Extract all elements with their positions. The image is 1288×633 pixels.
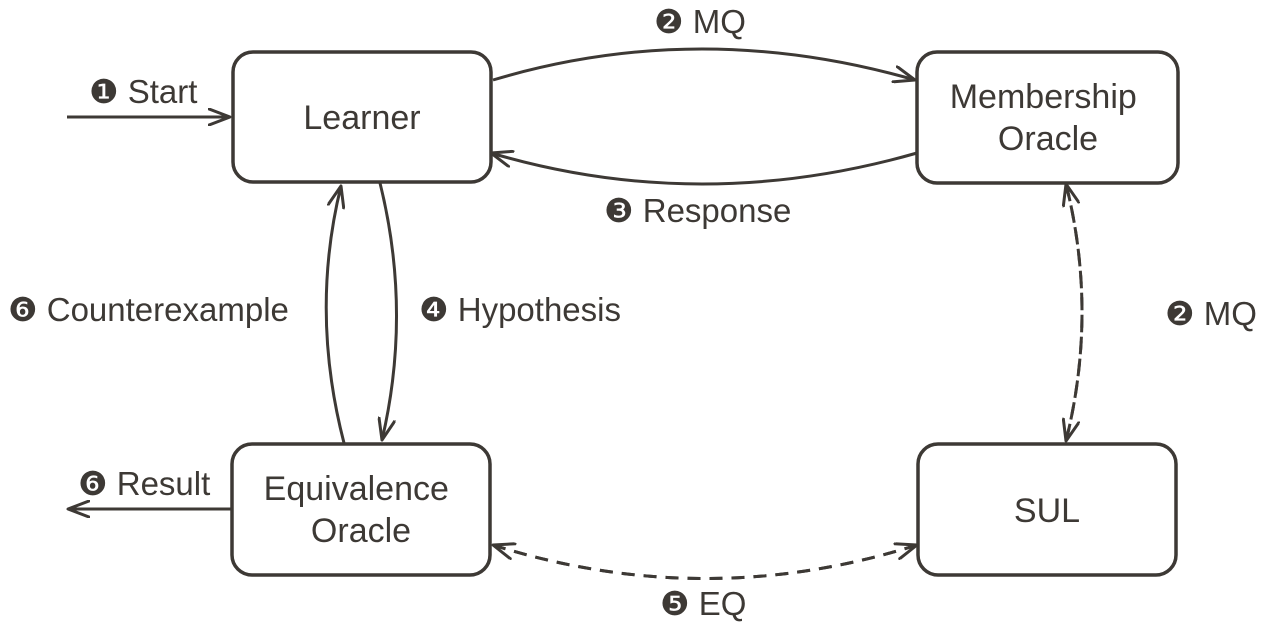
eq-dashed-arrow-sul-to-equivalence [493,545,918,580]
start-label: ❶ Start [89,73,197,110]
learner-node: Learner [231,50,493,184]
counterexample-arrow-equivalence-to-learner [324,186,346,444]
equivalence-oracle-label: Equivalence Oracle [264,470,459,550]
result-label: ❻ Result [78,465,210,502]
equivalence-oracle-node: Equivalence Oracle [230,442,492,577]
mq-arrow-learner-to-membership [492,47,915,80]
mq-right-label: ❷ MQ [1165,295,1257,332]
hypothesis-arrow-learner-to-equivalence [380,182,399,440]
membership-oracle-label: Membership Oracle [950,78,1147,158]
membership-oracle-line-2: Oracle [998,120,1098,158]
eq-dashed-arrow-equivalence-to-sul [492,545,917,580]
response-label: ❸ Response [604,192,791,229]
equivalence-oracle-line-2: Oracle [311,512,411,550]
counterexample-label: ❻ Counterexample [8,291,289,328]
edge-labels: ❶ Start ❷ MQ ❸ Response ❹ Hypothesis ❻ C… [8,3,1257,622]
mq-dashed-arrow-sul-to-membership [1066,184,1084,442]
mq-top-label: ❷ MQ [654,3,746,40]
membership-oracle-line-1: Membership [950,78,1137,116]
hypothesis-label: ❹ Hypothesis [419,291,621,328]
response-arrow-membership-to-learner [491,153,918,186]
learner-label: Learner [303,99,420,137]
sul-label: SUL [1014,492,1080,530]
sul-node: SUL [916,442,1178,577]
equivalence-oracle-line-1: Equivalence [264,470,449,508]
eq-label: ❺ EQ [660,585,746,622]
membership-oracle-node: Membership Oracle [915,50,1180,185]
